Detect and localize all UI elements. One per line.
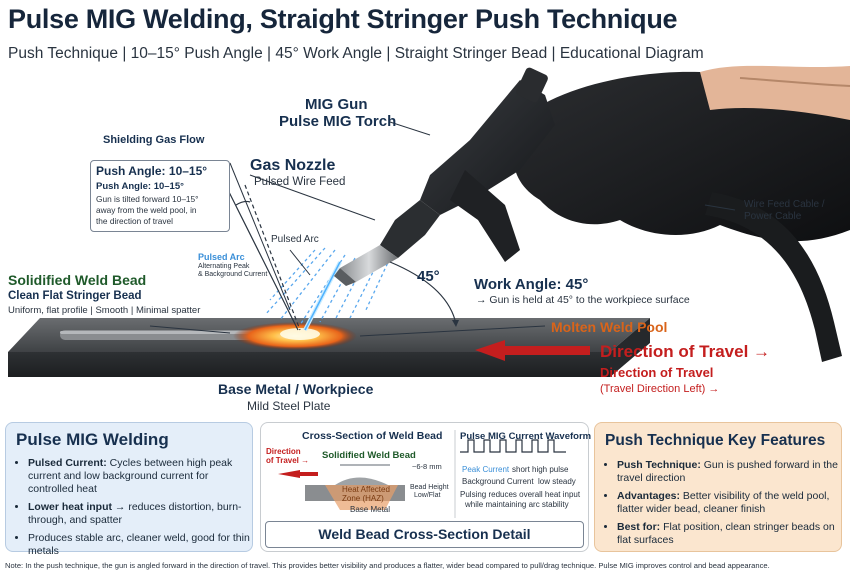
direction-big-label: Direction of Travel → — [600, 342, 771, 361]
base-metal-label: Base Metal / Workpiece — [218, 381, 374, 397]
pulse-mig-title: Pulse MIG Welding — [16, 430, 169, 449]
push-angle-heading: Push Angle: 10–15° — [96, 164, 208, 178]
cs-bead-height-1: Bead Height — [410, 484, 449, 491]
pulse-mig-list: Pulsed Current: Cycles between high peak… — [14, 457, 256, 563]
uniform-label: Uniform, flat profile | Smooth | Minimal… — [8, 305, 201, 316]
push-item-2: Advantages: Better visibility of the wel… — [617, 490, 845, 516]
push-angle-callout: Push Angle: 10–15° Push Angle: 10–15° Gu… — [90, 160, 230, 232]
wire-cable-label-1: Wire Feed Cable / — [744, 199, 825, 210]
shielding-gas-label: Shielding Gas Flow — [103, 134, 205, 146]
pulse-item-3: Produces stable arc, cleaner weld, good … — [28, 532, 256, 558]
cs-bead-height-2: Low/Flat — [414, 492, 441, 499]
direction-sub-label: Direction of Travel — [600, 365, 714, 380]
wire-cable-label-2: Power Cable — [744, 211, 802, 222]
pulsed-arc-blue-label: Pulsed Arc — [198, 252, 245, 262]
gas-nozzle-label: Gas Nozzle — [250, 157, 336, 174]
push-technique-panel: Push Technique Key Features Push Techniq… — [594, 422, 842, 552]
bg-current-label: & Background Current — [198, 271, 268, 278]
mild-steel-label: Mild Steel Plate — [247, 399, 331, 413]
cross-section-footer-box: Weld Bead Cross-Section Detail — [265, 521, 584, 548]
cs-base-label: Base Metal — [350, 505, 391, 514]
pulsed-arc-label: Pulsed Arc — [271, 234, 319, 245]
push-item-1: Push Technique: Gun is pushed forward in… — [617, 459, 845, 485]
molten-pool-label: Molten Weld Pool — [551, 319, 668, 335]
gun-handle — [450, 170, 520, 262]
cs-haz-1: Heat Affected — [342, 485, 390, 494]
push-technique-list: Push Technique: Gun is pushed forward in… — [603, 459, 845, 552]
cs-width-label: ~6-8 mm — [412, 462, 442, 471]
page-title: Pulse MIG Welding, Straight Stringer Pus… — [8, 4, 678, 34]
push-angle-line1: Gun is tilted forward 10–15° — [96, 194, 199, 204]
waveform-note-1: Pulsing reduces overall heat input — [460, 490, 581, 499]
push-technique-title: Push Technique Key Features — [605, 432, 826, 449]
push-angle-line2: away from the weld pool, in — [96, 205, 197, 215]
solidified-bead — [60, 330, 260, 340]
welding-glove — [512, 71, 850, 242]
waveform-title: Pulse MIG Current Waveform — [460, 431, 592, 442]
work-angle-arc — [389, 261, 456, 321]
cs-direction-1: Direction — [266, 447, 301, 456]
waveform-peak-desc: short high pulse — [512, 465, 569, 474]
cross-section-title: Cross-Section of Weld Bead — [302, 430, 443, 442]
pulse-item-1: Pulsed Current: Cycles between high peak… — [28, 457, 256, 496]
mig-gun — [380, 67, 555, 262]
direction-left-label: (Travel Direction Left) → — [600, 383, 720, 395]
solid-bead-label: Solidified Weld Bead — [8, 272, 147, 288]
waveform-peak: Peak Current — [462, 465, 510, 474]
forearm — [700, 65, 850, 120]
push-item-3: Best for: Flat position, clean stringer … — [617, 521, 845, 547]
cross-section-footer: Weld Bead Cross-Section Detail — [318, 526, 531, 542]
pulsed-wire-label: Pulsed Wire Feed — [254, 176, 346, 188]
cross-section-drawing — [278, 464, 405, 510]
page-subtitle: Push Technique | 10–15° Push Angle | 45°… — [8, 45, 704, 62]
push-angle-line3: the direction of travel — [96, 216, 174, 226]
clean-flat-label: Clean Flat Stringer Bead — [8, 290, 142, 302]
direction-arrow — [475, 340, 590, 361]
mig-gun-label: MIG Gun — [305, 96, 368, 113]
waveform-note-2: while maintaining arc stability — [465, 500, 569, 509]
pulse-mig-panel: Pulse MIG Welding Pulsed Current: Cycles… — [5, 422, 253, 557]
cs-direction-2: of Travel → — [266, 456, 310, 465]
mig-torch-label: Pulse MIG Torch — [279, 113, 397, 130]
work-angle-title: Work Angle: 45° — [474, 276, 589, 293]
footer-note: Note: In the push technique, the gun is … — [5, 561, 770, 570]
gas-nozzle — [334, 245, 398, 286]
current-waveform — [460, 439, 566, 453]
cs-bead-label: Solidified Weld Bead — [322, 450, 416, 461]
power-cable — [705, 192, 842, 362]
cross-section-panel — [260, 422, 589, 552]
waveform-background-desc: low steady — [538, 477, 576, 486]
work-angle-desc: → Gun is held at 45° to the workpiece su… — [476, 294, 690, 306]
angle-45-label: 45° — [417, 268, 440, 285]
cs-haz-2: Zone (HAZ) — [342, 494, 384, 503]
waveform-background: Background Current — [462, 477, 534, 486]
pulse-item-2: Lower heat input → reduces distortion, b… — [28, 501, 256, 527]
alt-peak-label: Alternating Peak — [198, 263, 250, 270]
push-angle-sub: Push Angle: 10–15° — [96, 181, 184, 192]
